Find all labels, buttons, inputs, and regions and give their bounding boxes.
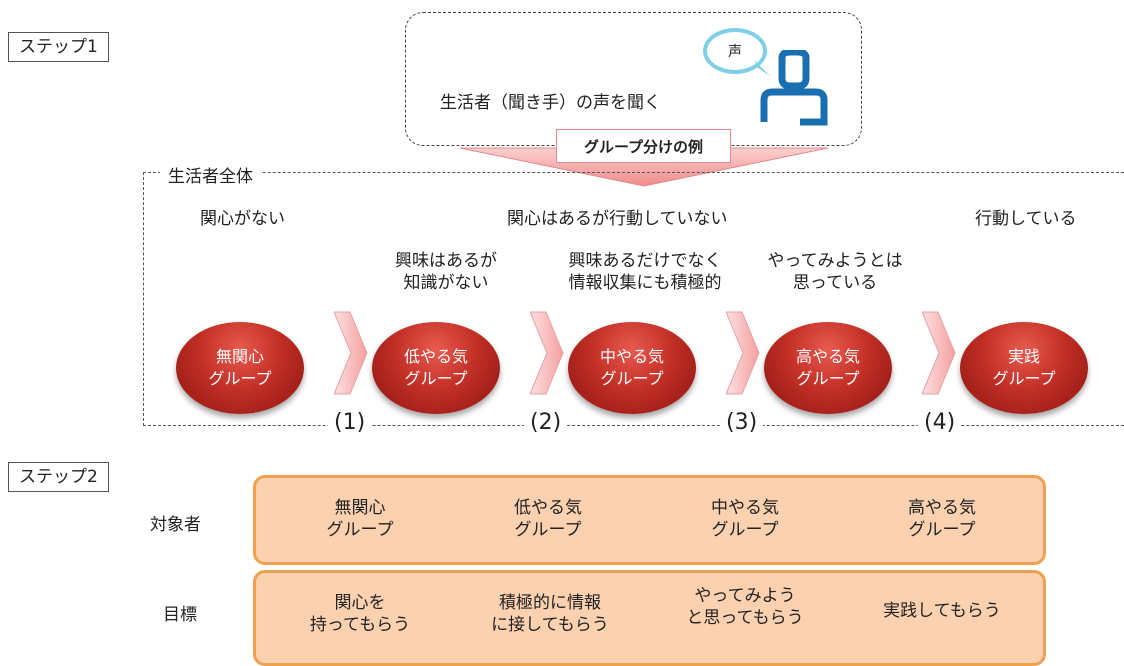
group-practice-line1: 実践	[1007, 347, 1040, 366]
description-mid: 興味あるだけでなく 情報収集にも積極的	[550, 250, 740, 294]
target-cell-mid: 中やる気 グループ	[685, 497, 805, 541]
target-mid-line2: グループ	[711, 520, 779, 540]
target-row-label: 対象者	[150, 515, 201, 535]
speech-bubble: 声	[703, 28, 767, 74]
target-indifferent-line2: グループ	[326, 520, 394, 540]
target-low-line1: 低やる気	[514, 498, 582, 518]
chevron-right-icon	[726, 311, 760, 395]
chevron-right-icon	[334, 311, 368, 395]
category-interest-no-action: 関心はあるが行動していない	[507, 209, 728, 229]
description-high-line2: 思っている	[792, 273, 878, 293]
target-cell-indifferent: 無関心 グループ	[300, 497, 420, 541]
group-ellipse-practice: 実践 グループ	[960, 322, 1088, 414]
target-mid-line1: 中やる気	[711, 498, 779, 518]
group-high-line1: 高やる気	[795, 347, 860, 366]
person-icon	[760, 50, 828, 126]
goal-cell-high: 実践してもらう	[862, 600, 1022, 622]
goal-indifferent-line1: 関心を	[334, 593, 386, 613]
goal-low-line2: に接してもらう	[491, 615, 609, 635]
description-high: やってみようとは 思っている	[750, 250, 920, 294]
chevron-right-icon	[922, 311, 956, 395]
population-label: 生活者全体	[160, 162, 261, 187]
chevron-right-icon	[530, 311, 564, 395]
group-indifferent-line1: 無関心	[215, 347, 264, 366]
target-high-line1: 高やる気	[908, 498, 976, 518]
population-frame	[143, 172, 1124, 426]
description-mid-line1: 興味あるだけでなく	[568, 251, 722, 271]
group-ellipse-indifferent: 無関心 グループ	[176, 322, 304, 414]
goal-cell-indifferent: 関心を 持ってもらう	[290, 592, 430, 636]
goal-mid-line1: やってみよう	[694, 586, 796, 606]
transition-1: (1)	[328, 410, 372, 435]
description-low: 興味はあるが 知識がない	[384, 250, 508, 294]
grouping-banner: グループ分けの例	[556, 129, 731, 163]
goal-high-line1: 実践してもらう	[883, 601, 1001, 621]
description-mid-line2: 情報収集にも積極的	[568, 273, 722, 293]
grouping-banner-text: グループ分けの例	[583, 137, 704, 156]
group-practice-line2: グループ	[992, 369, 1056, 388]
goal-mid-line2: と思ってもらう	[686, 608, 804, 628]
description-high-line1: やってみようとは	[767, 251, 903, 271]
step2-label: ステップ2	[8, 462, 109, 492]
description-low-line2: 知識がない	[403, 273, 489, 293]
group-low-line1: 低やる気	[403, 347, 468, 366]
transition-3: (3)	[720, 410, 764, 435]
step1-label: ステップ1	[8, 32, 109, 62]
voice-box-text: 生活者（聞き手）の声を聞く	[440, 93, 661, 113]
group-ellipse-low: 低やる気 グループ	[372, 322, 500, 414]
group-ellipse-high: 高やる気 グループ	[764, 322, 892, 414]
group-high-line2: グループ	[796, 369, 860, 388]
transition-2: (2)	[524, 410, 568, 435]
target-box	[253, 475, 1046, 565]
target-cell-high: 高やる気 グループ	[882, 497, 1002, 541]
category-acting: 行動している	[975, 209, 1077, 229]
goal-row-label: 目標	[163, 605, 197, 625]
goal-cell-mid: やってみよう と思ってもらう	[665, 585, 825, 629]
goal-low-line1: 積極的に情報	[499, 593, 601, 613]
goal-indifferent-line2: 持ってもらう	[309, 615, 411, 635]
transition-4: (4)	[918, 410, 962, 435]
group-ellipse-mid: 中やる気 グループ	[568, 322, 696, 414]
category-no-interest: 関心がない	[200, 209, 285, 229]
group-mid-line1: 中やる気	[599, 347, 664, 366]
goal-cell-low: 積極的に情報 に接してもらう	[470, 592, 630, 636]
description-low-line1: 興味はあるが	[395, 251, 497, 271]
target-indifferent-line1: 無関心	[334, 498, 386, 518]
target-cell-low: 低やる気 グループ	[488, 497, 608, 541]
speech-bubble-text: 声	[728, 44, 742, 60]
voice-box	[405, 12, 862, 146]
target-low-line2: グループ	[514, 520, 582, 540]
speech-bubble-tail	[754, 60, 770, 76]
group-mid-line2: グループ	[600, 369, 664, 388]
group-low-line2: グループ	[404, 369, 468, 388]
target-high-line2: グループ	[908, 520, 976, 540]
group-indifferent-line2: グループ	[208, 369, 272, 388]
